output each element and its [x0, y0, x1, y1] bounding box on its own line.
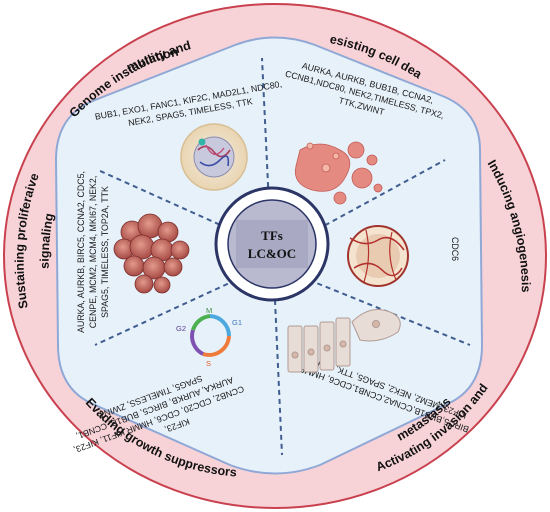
- center-label-tfs: TFs: [261, 228, 283, 243]
- vascularized-tumor-illustration: [347, 225, 409, 287]
- invading-cells-illustration: [287, 309, 401, 373]
- cycle-label-g2: G2: [176, 324, 186, 333]
- cycle-label-m: M: [206, 306, 212, 315]
- divider-lines: [94, 57, 471, 456]
- gene-line: AURKA, AURKB, BIRC5, CCNA2, CDC5,: [76, 171, 86, 333]
- dividing-cell-illustration: [180, 123, 248, 191]
- cycle-label-g1: G1: [232, 318, 242, 327]
- cell-cycle-illustration: G1 S G2 M: [176, 306, 242, 368]
- genes-proliferative: AURKA, AURKB, BIRC5, CCNA2, CDC5, CENPE,…: [76, 171, 110, 333]
- gene-line: SPAG5, TIMELESS, TOP2A, TTK: [100, 186, 110, 318]
- center-label-cancer: LC&OC: [248, 246, 296, 261]
- proliferating-cluster-illustration: [113, 213, 190, 294]
- center-label-box: [236, 220, 308, 268]
- cycle-label-s: S: [206, 359, 211, 368]
- apoptotic-cells-illustration: [294, 141, 383, 205]
- gene-line: CENPE, MCM2, MCM4, MKI67, NEK2,: [88, 176, 98, 329]
- genes-angiogenesis: CDC6: [450, 237, 460, 261]
